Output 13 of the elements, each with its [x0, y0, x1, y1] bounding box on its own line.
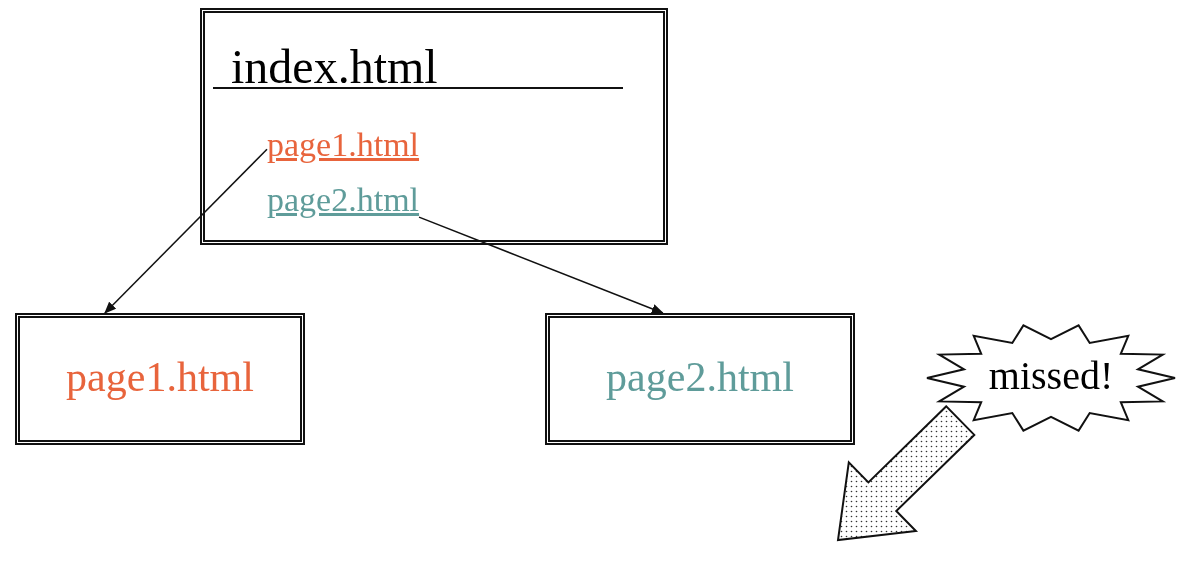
- page-link: page1.html: [267, 125, 420, 165]
- starburst-callout: [925, 322, 1177, 434]
- block-arrow: [836, 404, 976, 542]
- page-box: [15, 313, 305, 445]
- label-text: page2.html: [606, 355, 794, 398]
- page-link: page2.html: [267, 180, 420, 220]
- heading: index.html: [231, 43, 438, 91]
- label-text: missed!: [988, 356, 1114, 396]
- arrow: [104, 148, 268, 314]
- label-text: page1.html: [66, 355, 254, 398]
- page-box: [200, 8, 668, 245]
- page-box: [545, 313, 855, 445]
- arrow: [418, 216, 664, 314]
